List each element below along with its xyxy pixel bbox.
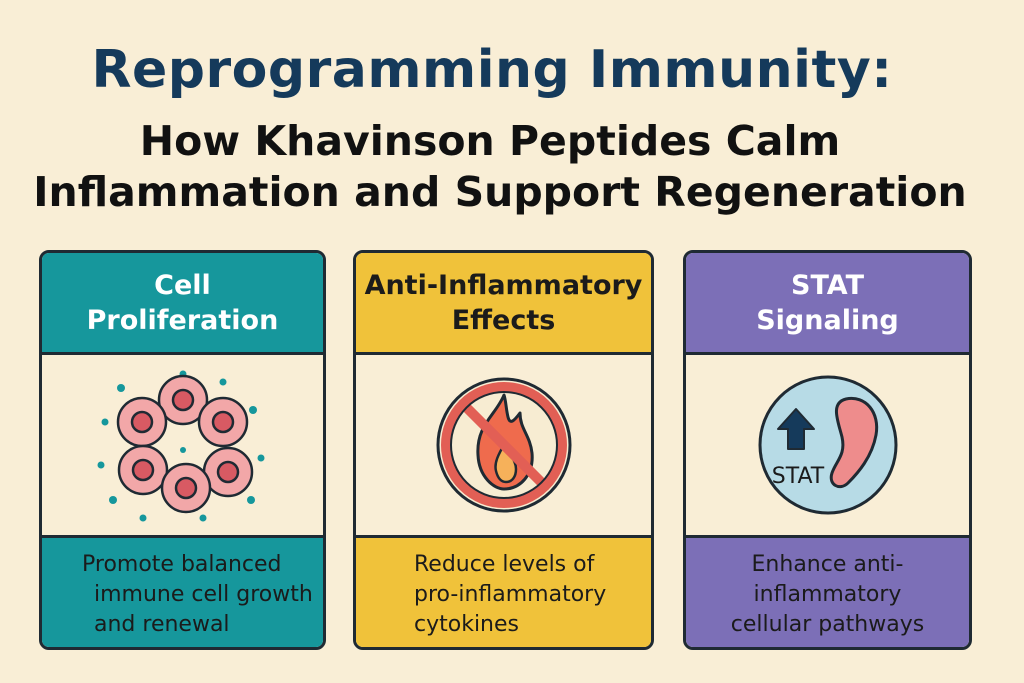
card-description-line-3: cytokines bbox=[414, 612, 519, 637]
stat-signal-icon: STAT bbox=[758, 375, 897, 515]
card-heading-line-2: Signaling bbox=[756, 304, 899, 336]
card-description-line-2: inflammatory bbox=[753, 582, 902, 607]
card-heading-line-2: Effects bbox=[451, 304, 556, 336]
card-illustration: STAT bbox=[686, 355, 969, 535]
card-cell-proliferation: Cell Proliferation Promote balanced immu… bbox=[39, 250, 326, 650]
page-subtitle-line-1: How Khavinson Peptides Calm bbox=[139, 117, 841, 165]
card-heading-line-1: STAT bbox=[791, 269, 864, 301]
card-heading: STAT Signaling bbox=[686, 253, 969, 355]
card-stat-signaling: STAT Signaling STAT Enhance anti- inflam… bbox=[683, 250, 972, 650]
card-description-line-2: immune cell growth bbox=[94, 582, 313, 607]
card-illustration bbox=[42, 355, 323, 535]
card-description-line-1: Enhance anti- bbox=[751, 552, 904, 577]
card-description-line-1: Reduce levels of bbox=[414, 552, 595, 577]
no-flame-icon bbox=[436, 377, 571, 513]
card-heading-line-1: Anti-Inflammatory bbox=[364, 269, 643, 301]
card-description: Reduce levels of pro-inflammatory cytoki… bbox=[356, 535, 651, 647]
cell-cluster-icon bbox=[97, 370, 264, 522]
card-heading-line-1: Cell bbox=[154, 269, 211, 301]
card-heading: Cell Proliferation bbox=[42, 253, 323, 355]
card-description-line-2: pro-inflammatory bbox=[414, 582, 607, 607]
card-description: Enhance anti- inflammatory cellular path… bbox=[686, 535, 969, 647]
card-description-line-3: and renewal bbox=[94, 612, 230, 637]
card-heading-line-2: Proliferation bbox=[86, 304, 279, 336]
page-subtitle-line-2: Inflammation and Support Regeneration bbox=[33, 168, 967, 216]
card-description: Promote balanced immune cell growth and … bbox=[42, 535, 323, 647]
stat-icon-label: STAT bbox=[771, 464, 824, 489]
page-title: Reprogramming Immunity: bbox=[91, 40, 893, 100]
card-description-line-3: cellular pathways bbox=[730, 612, 925, 637]
card-description-line-1: Promote balanced bbox=[82, 552, 282, 577]
card-illustration bbox=[356, 355, 651, 535]
card-anti-inflammatory-effects: Anti-Inflammatory Effects Reduce levels … bbox=[353, 250, 654, 650]
card-heading: Anti-Inflammatory Effects bbox=[356, 253, 651, 355]
